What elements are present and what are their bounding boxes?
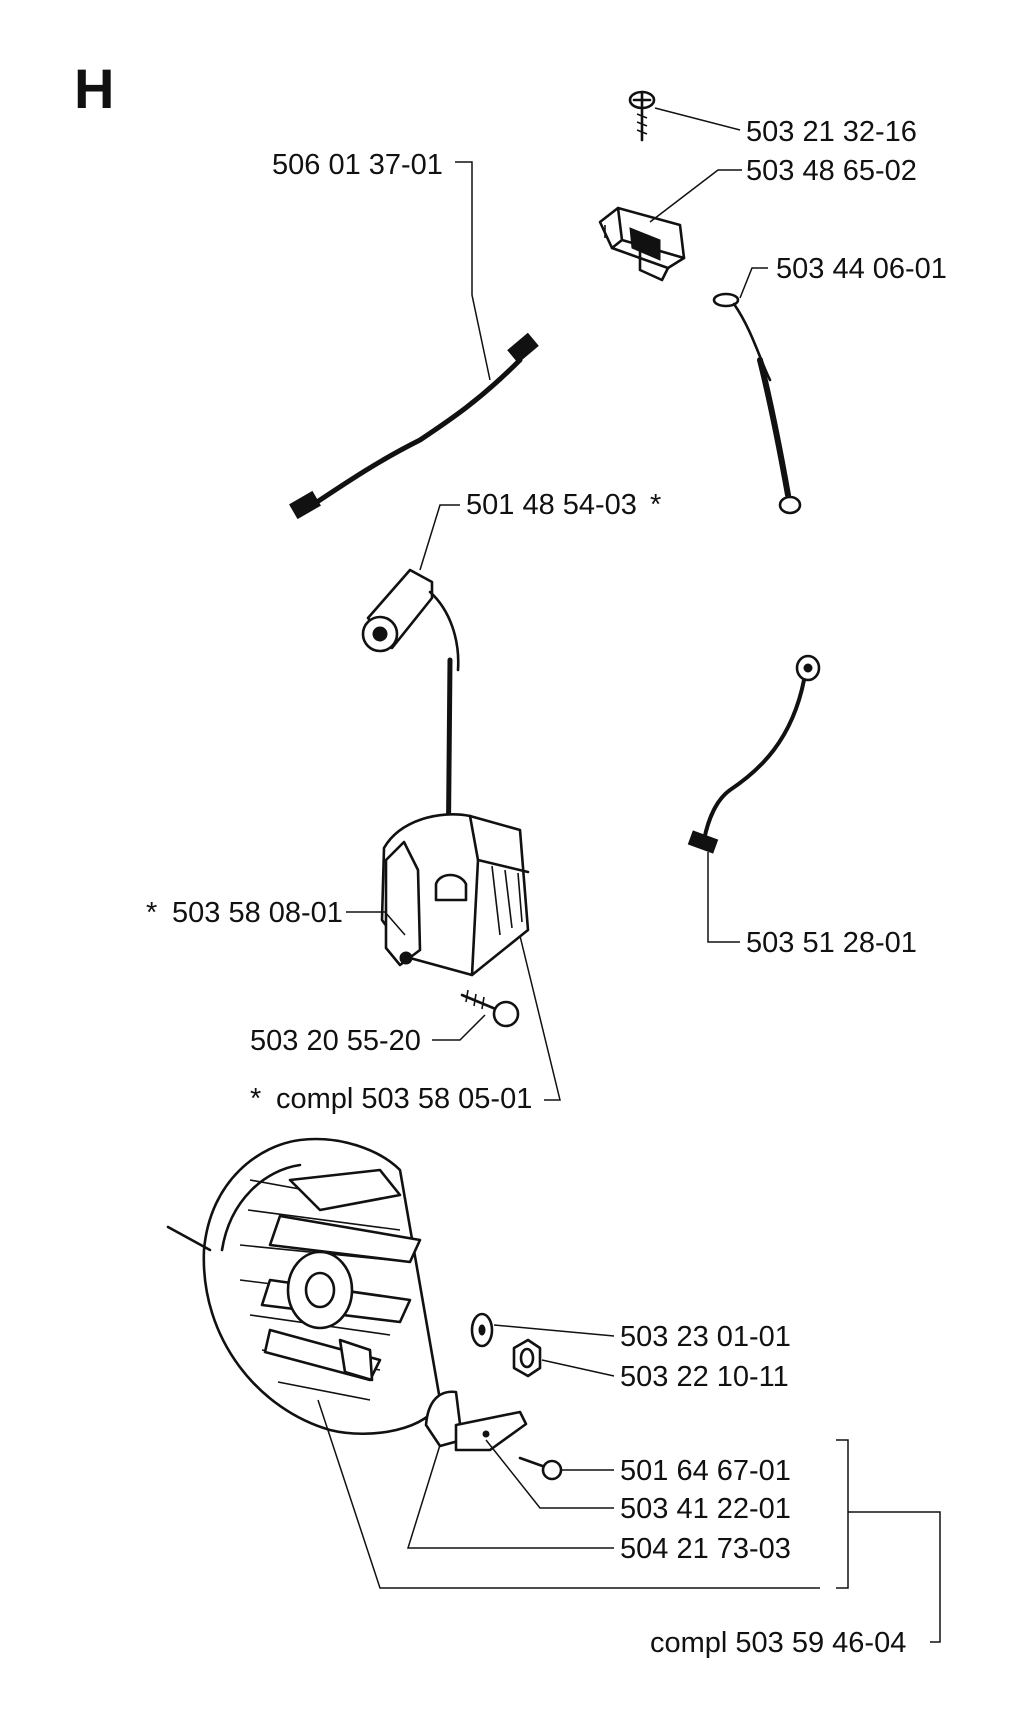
leader-coil-compl [519,935,561,1101]
leader-ground-cable [707,852,740,943]
leader-nut [541,1359,615,1377]
leader-pawl [406,1444,614,1549]
leader-screw-top [654,107,741,131]
leader-spark-cap [419,504,460,571]
leader-kill-wire [455,161,491,381]
label-coil-bolt: 503 20 55-20 [250,1025,421,1057]
screw-top-part [628,90,656,142]
section-letter: H [74,57,114,120]
label-nut: 503 22 10-11 [620,1361,789,1393]
washer-part [470,1312,494,1348]
label-cover: 503 48 65-02 [746,155,917,187]
nut-part [512,1338,542,1378]
pawl-part [424,1390,528,1452]
cover-part [598,206,686,282]
bracket-flywheel-compl [848,1511,941,1643]
ignition-coil-part [380,813,530,977]
coil-bolt-part [460,989,520,1028]
leader-coil-bolt [432,1014,486,1041]
leader-washer [493,1324,615,1337]
label-screw-top: 503 21 32-16 [746,116,917,148]
leader-short-cable [739,267,768,299]
label-spark-cap: 501 48 54-03 [466,489,637,521]
label-washer: 503 23 01-01 [620,1321,791,1353]
pawl-screw-part [518,1456,563,1481]
ground-cable-part [687,654,821,854]
leader-flywheel [317,1399,820,1589]
coil-compl-mark: * [250,1083,261,1115]
spark-cap-part [361,568,460,883]
kill-wire-part [289,332,539,520]
label-short-cable: 503 44 06-01 [776,253,947,285]
label-pawl: 504 21 73-03 [620,1533,791,1565]
label-kill-wire: 506 01 37-01 [272,149,443,181]
flywheel-part [166,1137,442,1436]
coil-mark: * [146,897,157,929]
leader-pawl-plate [485,1439,614,1509]
bracket-flywheel [836,1439,849,1589]
label-pawl-screw: 501 64 67-01 [620,1455,791,1487]
spark-cap-mark: * [650,489,661,521]
short-cable-part [712,292,802,515]
label-coil-compl: compl 503 58 05-01 [276,1083,532,1115]
label-ground-cable: 503 51 28-01 [746,927,917,959]
label-coil: 503 58 08-01 [172,897,343,929]
label-pawl-plate: 503 41 22-01 [620,1493,791,1525]
leader-cover [649,169,742,223]
label-flywheel-compl: compl 503 59 46-04 [650,1627,906,1659]
leader-coil [346,911,406,936]
